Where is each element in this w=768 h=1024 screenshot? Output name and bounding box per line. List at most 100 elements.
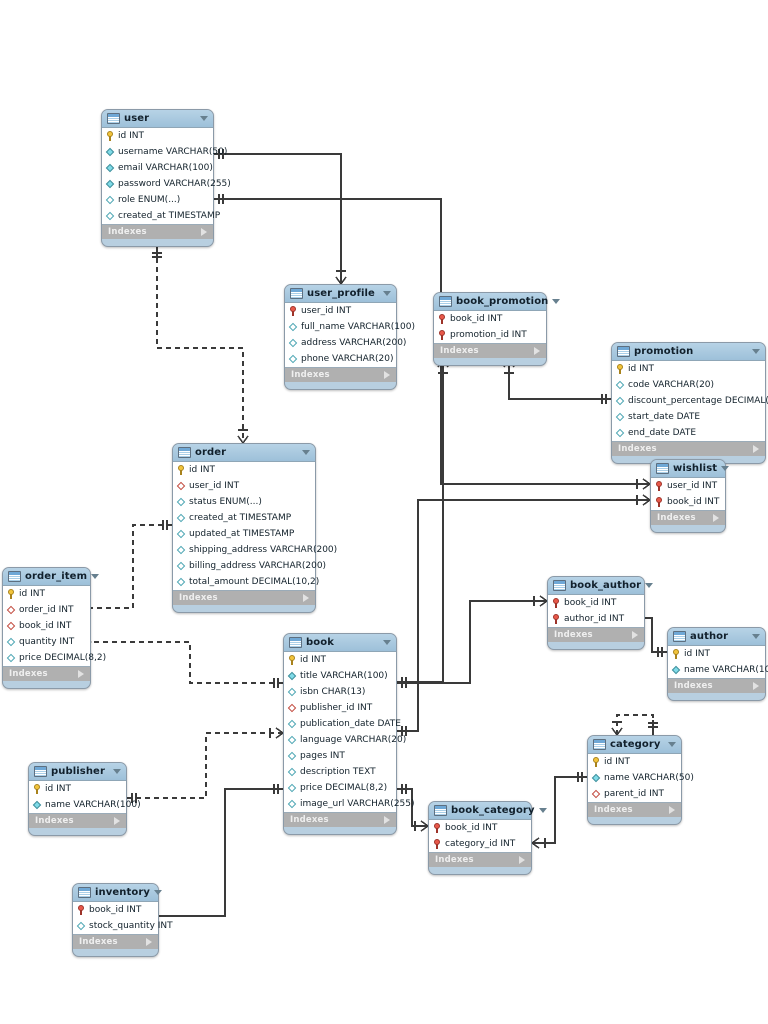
column-row[interactable]: password VARCHAR(255) <box>102 176 231 192</box>
indexes-footer[interactable]: Indexes <box>668 679 765 693</box>
table-header-order[interactable]: order <box>173 444 315 462</box>
indexes-footer[interactable]: Indexes <box>73 935 158 949</box>
chevron-down-icon[interactable] <box>302 450 310 455</box>
indexes-footer[interactable]: Indexes <box>651 511 725 525</box>
chevron-down-icon[interactable] <box>153 890 162 895</box>
indexes-footer[interactable]: Indexes <box>173 591 315 605</box>
column-row[interactable]: price DECIMAL(8,2) <box>3 650 106 666</box>
column-row[interactable]: id INT <box>284 652 396 668</box>
indexes-footer[interactable]: Indexes <box>429 853 531 867</box>
chevron-down-icon[interactable] <box>113 769 121 774</box>
column-row[interactable]: email VARCHAR(100) <box>102 160 213 176</box>
table-header-user_profile[interactable]: user_profile <box>285 285 396 303</box>
column-row[interactable]: book_id INT <box>651 494 725 510</box>
chevron-down-icon[interactable] <box>721 466 730 471</box>
table-header-book_promotion[interactable]: book_promotion <box>434 293 561 311</box>
table-header-category[interactable]: category <box>588 736 681 754</box>
table-header-book_author[interactable]: book_author <box>548 577 654 595</box>
indexes-footer[interactable]: Indexes <box>284 813 396 827</box>
column-row[interactable]: user_id INT <box>173 478 315 494</box>
table-header-inventory[interactable]: inventory <box>73 884 162 902</box>
column-row[interactable]: billing_address VARCHAR(200) <box>173 558 326 574</box>
chevron-down-icon[interactable] <box>383 640 391 645</box>
column-row[interactable]: id INT <box>29 781 126 797</box>
indexes-footer[interactable]: Indexes <box>285 368 396 382</box>
indexes-footer[interactable]: Indexes <box>434 344 546 358</box>
column-row[interactable]: promotion_id INT <box>434 327 546 343</box>
column-row[interactable]: name VARCHAR(100) <box>668 662 768 678</box>
column-row[interactable]: username VARCHAR(50) <box>102 144 227 160</box>
column-row[interactable]: id INT <box>173 462 315 478</box>
column-row[interactable]: id INT <box>588 754 681 770</box>
table-header-book_category[interactable]: book_category <box>429 802 547 820</box>
column-row[interactable]: id INT <box>102 128 213 144</box>
table-header-promotion[interactable]: promotion <box>612 343 765 361</box>
chevron-down-icon[interactable] <box>552 299 561 304</box>
column-row[interactable]: title VARCHAR(100) <box>284 668 396 684</box>
table-header-wishlist[interactable]: wishlist <box>651 460 730 478</box>
expand-arrow-icon[interactable] <box>78 670 84 678</box>
indexes-footer[interactable]: Indexes <box>102 225 213 239</box>
chevron-down-icon[interactable] <box>752 634 760 639</box>
column-row[interactable]: id INT <box>668 646 765 662</box>
column-row[interactable]: author_id INT <box>548 611 644 627</box>
column-row[interactable]: book_id INT <box>3 618 90 634</box>
column-row[interactable]: status ENUM(...) <box>173 494 315 510</box>
table-header-book[interactable]: book <box>284 634 396 652</box>
column-row[interactable]: name VARCHAR(50) <box>588 770 694 786</box>
expand-arrow-icon[interactable] <box>632 631 638 639</box>
expand-arrow-icon[interactable] <box>384 371 390 379</box>
expand-arrow-icon[interactable] <box>114 817 120 825</box>
column-row[interactable]: id INT <box>612 361 765 377</box>
column-row[interactable]: publication_date DATE <box>284 716 401 732</box>
indexes-footer[interactable]: Indexes <box>612 442 765 456</box>
expand-arrow-icon[interactable] <box>146 938 152 946</box>
column-row[interactable]: book_id INT <box>429 820 531 836</box>
expand-arrow-icon[interactable] <box>669 806 675 814</box>
column-row[interactable]: price DECIMAL(8,2) <box>284 780 396 796</box>
column-row[interactable]: updated_at TIMESTAMP <box>173 526 315 542</box>
column-row[interactable]: stock_quantity INT <box>73 918 173 934</box>
chevron-down-icon[interactable] <box>752 349 760 354</box>
table-header-publisher[interactable]: publisher <box>29 763 126 781</box>
indexes-footer[interactable]: Indexes <box>3 667 90 681</box>
chevron-down-icon[interactable] <box>383 291 391 296</box>
chevron-down-icon[interactable] <box>200 116 208 121</box>
column-row[interactable]: role ENUM(...) <box>102 192 213 208</box>
column-row[interactable]: start_date DATE <box>612 409 765 425</box>
expand-arrow-icon[interactable] <box>519 856 525 864</box>
column-row[interactable]: address VARCHAR(200) <box>285 335 406 351</box>
column-row[interactable]: parent_id INT <box>588 786 681 802</box>
column-row[interactable]: book_id INT <box>434 311 546 327</box>
column-row[interactable]: user_id INT <box>651 478 725 494</box>
column-row[interactable]: order_id INT <box>3 602 90 618</box>
indexes-footer[interactable]: Indexes <box>588 803 681 817</box>
column-row[interactable]: user_id INT <box>285 303 396 319</box>
expand-arrow-icon[interactable] <box>534 347 540 355</box>
table-header-user[interactable]: user <box>102 110 213 128</box>
column-row[interactable]: created_at TIMESTAMP <box>102 208 220 224</box>
column-row[interactable]: total_amount DECIMAL(10,2) <box>173 574 319 590</box>
table-header-author[interactable]: author <box>668 628 765 646</box>
expand-arrow-icon[interactable] <box>384 816 390 824</box>
expand-arrow-icon[interactable] <box>753 682 759 690</box>
indexes-footer[interactable]: Indexes <box>548 628 644 642</box>
chevron-down-icon[interactable] <box>668 742 676 747</box>
expand-arrow-icon[interactable] <box>201 228 207 236</box>
chevron-down-icon[interactable] <box>91 574 100 579</box>
column-row[interactable]: publisher_id INT <box>284 700 396 716</box>
column-row[interactable]: end_date DATE <box>612 425 765 441</box>
